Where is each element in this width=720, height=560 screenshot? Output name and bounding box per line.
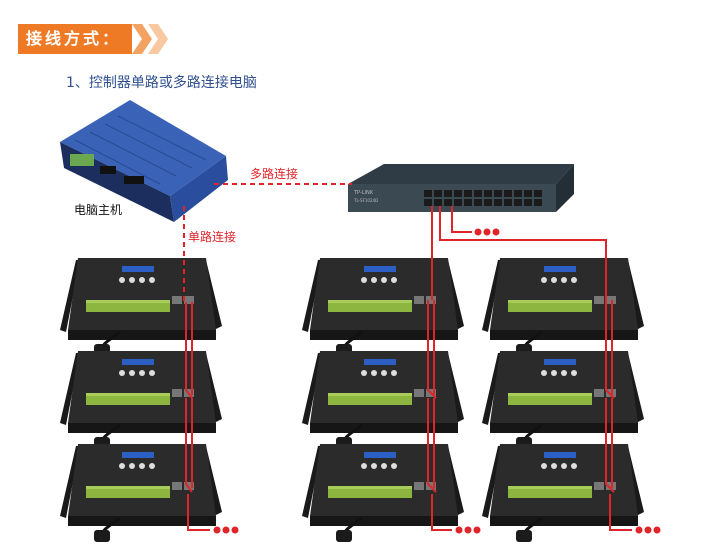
network-switch: TP-LINK TL-SF1024D (348, 164, 574, 212)
computer-host (60, 100, 228, 222)
middle-chain-cable (427, 206, 452, 531)
single-link-label: 单路连接 (188, 229, 236, 244)
controller (58, 349, 224, 451)
continuation-dots (474, 228, 500, 236)
controller (58, 442, 224, 544)
continuation-dots (213, 526, 239, 534)
controller (300, 349, 466, 451)
section-banner: 接线方式： (18, 24, 132, 54)
controller (58, 256, 224, 358)
controller (480, 256, 646, 358)
svg-text:TP-LINK: TP-LINK (353, 190, 374, 196)
continuation-dots (455, 526, 481, 534)
controller (480, 442, 646, 544)
pc-label: 电脑主机 (74, 203, 122, 217)
continuation-dots (635, 526, 661, 534)
right-chain-cable (439, 206, 632, 531)
chevron-arrows-icon (132, 24, 168, 54)
switch-extra-cable (451, 206, 472, 233)
left-chain-cable (185, 302, 210, 531)
controller (300, 442, 466, 544)
controller (300, 256, 466, 358)
multi-link-label: 多路连接 (250, 166, 298, 181)
subtitle: 1、控制器单路或多路连接电脑 (66, 75, 257, 91)
controller (480, 349, 646, 451)
svg-text:TL-SF1024D: TL-SF1024D (353, 198, 378, 203)
